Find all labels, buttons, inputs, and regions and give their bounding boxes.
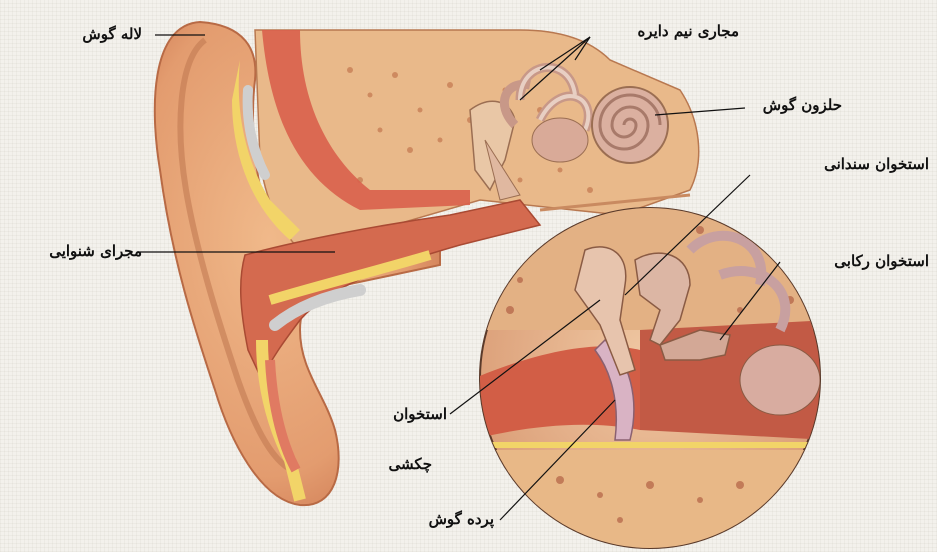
label-eardrum: پرده گوش bbox=[429, 510, 494, 528]
cochlea-shape bbox=[592, 87, 668, 163]
magnified-view bbox=[470, 200, 830, 550]
label-cochlea: حلزون گوش bbox=[763, 96, 842, 114]
label-semicircular-canals: مجاری نیم دایره bbox=[637, 22, 739, 40]
label-malleus-line1: استخوان bbox=[393, 405, 447, 423]
label-pinna: لاله گوش bbox=[82, 25, 142, 43]
label-ear-canal: مجرای شنوایی bbox=[49, 242, 142, 260]
label-stapes: استخوان رکابی bbox=[834, 252, 929, 270]
label-incus: استخوان سندانی bbox=[824, 155, 929, 173]
label-malleus-line2: چکشی bbox=[389, 455, 432, 473]
